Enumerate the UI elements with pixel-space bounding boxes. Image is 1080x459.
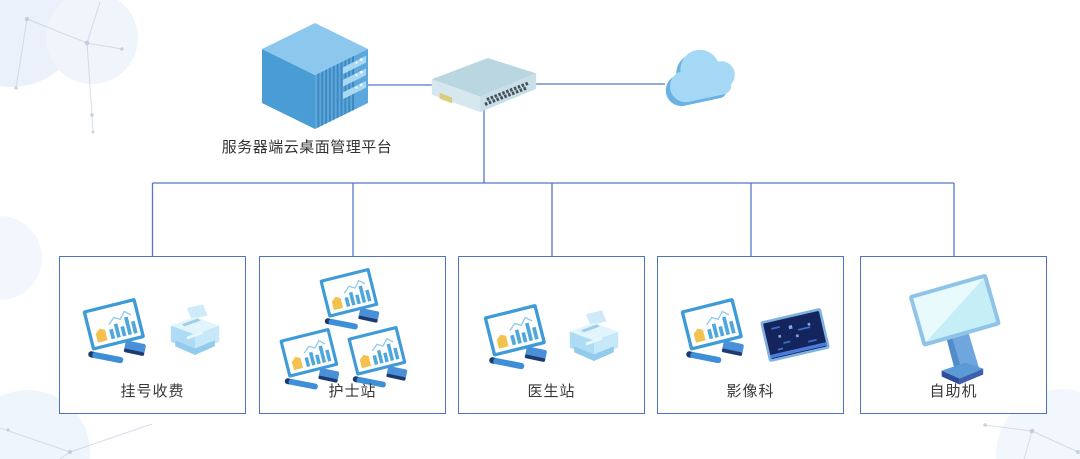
dept-box-imaging: 影像科 <box>657 256 844 414</box>
dept-box-doctor-station: 医生站 <box>458 256 645 414</box>
kiosk-icon <box>908 273 1002 391</box>
workstation-icon <box>475 301 559 377</box>
dept-box-self-service: 自助机 <box>860 256 1047 414</box>
dept-label: 自助机 <box>929 383 978 400</box>
workstation-icon <box>672 295 756 371</box>
dept-box-registration: 挂号收费 <box>59 256 246 414</box>
medical-display-icon <box>756 303 834 367</box>
printer-icon <box>561 309 627 369</box>
dept-label: 护士站 <box>328 383 377 400</box>
printer-icon <box>162 303 228 363</box>
server-icon <box>262 22 368 132</box>
workstation-icon <box>74 295 158 371</box>
cloud-icon <box>652 32 752 122</box>
network-switch-icon <box>426 54 542 118</box>
server-label: 服务器端云桌面管理平台 <box>221 139 393 156</box>
dept-box-nurse-station: 护士站 <box>259 256 446 414</box>
dept-label: 影像科 <box>726 383 775 400</box>
dept-label: 挂号收费 <box>120 383 185 400</box>
dept-label: 医生站 <box>527 383 576 400</box>
